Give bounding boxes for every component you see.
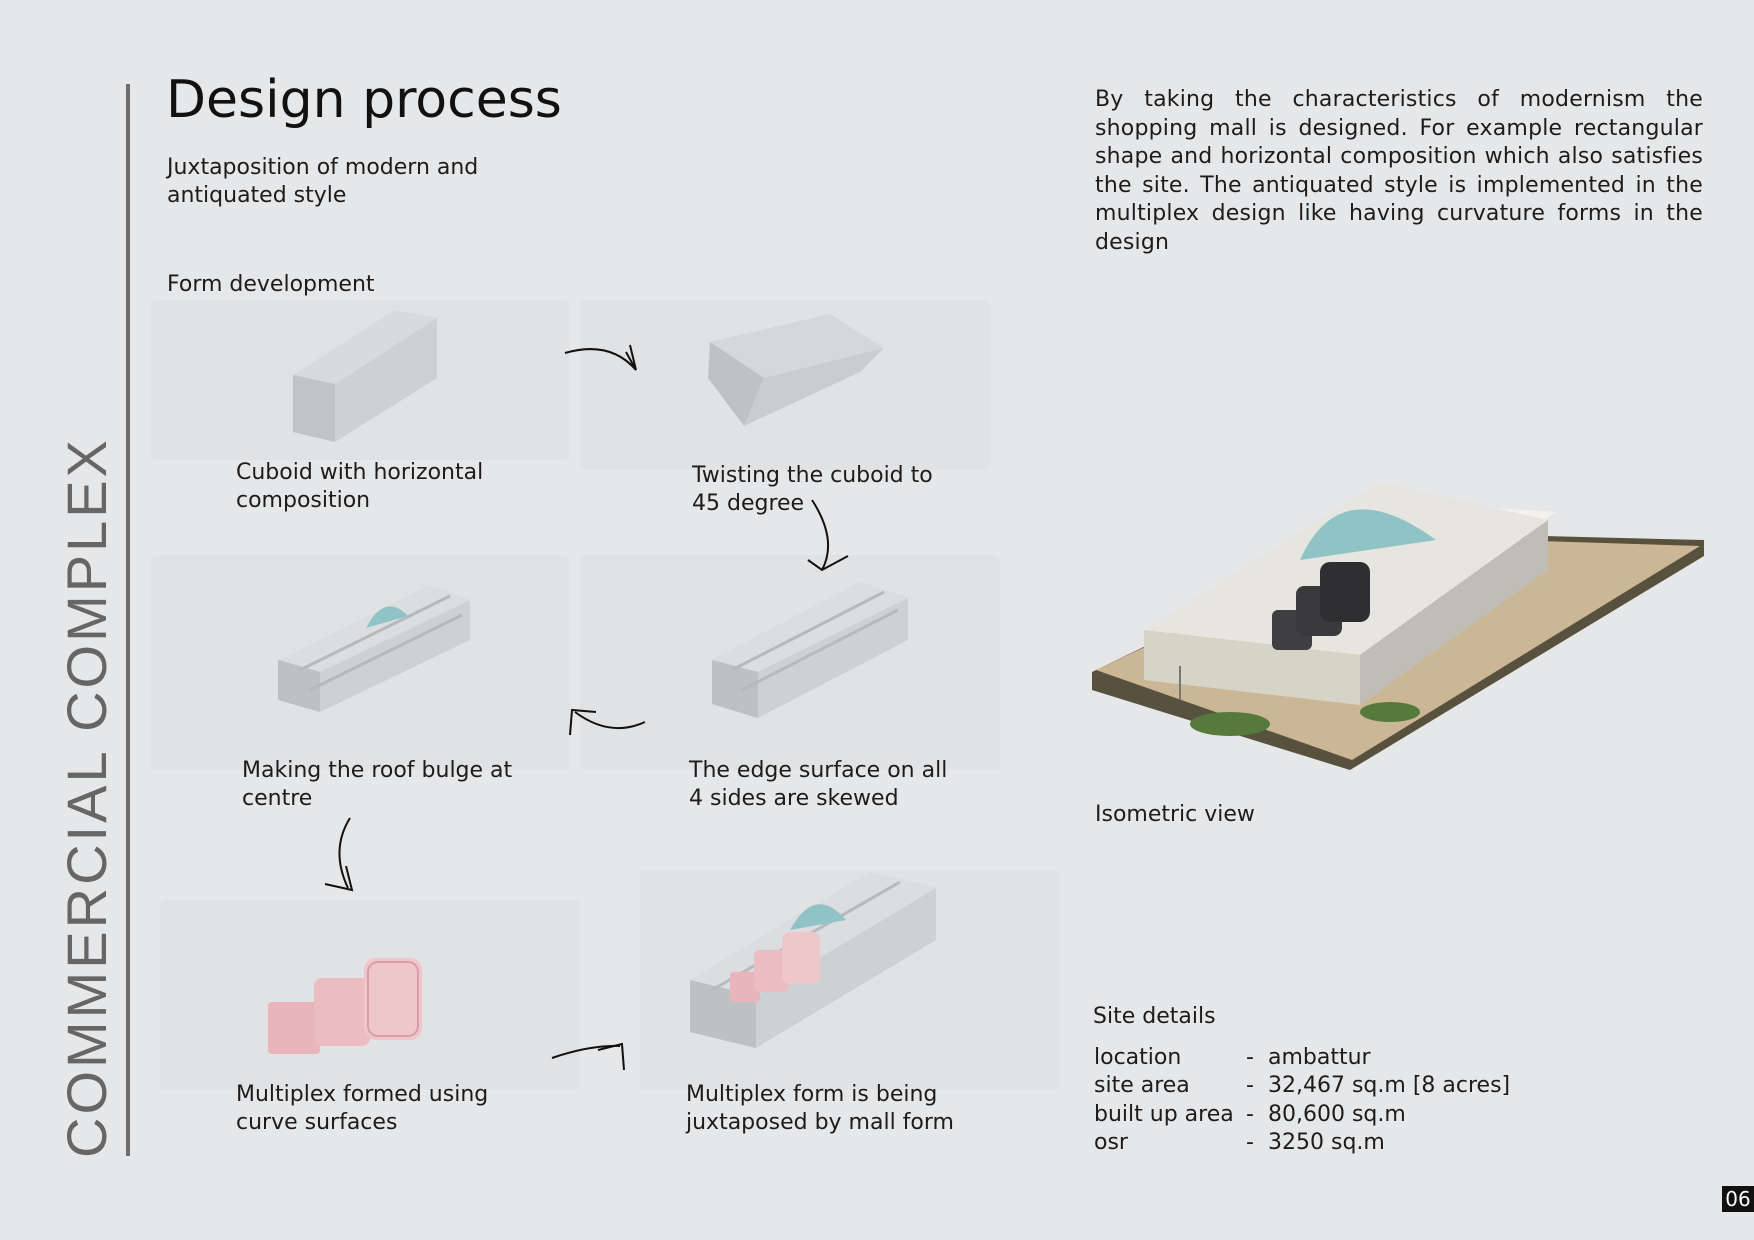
arrow-1-to-2 [564, 348, 637, 371]
arrow-3-to-5 [338, 817, 351, 889]
page-title: Design process [166, 70, 562, 130]
isometric-view-label: Isometric view [1095, 802, 1255, 827]
page-number: 06 [1722, 1186, 1754, 1212]
site-row-site-area: site area-32,467 sq.m [8 acres] [1094, 1073, 1511, 1099]
arrow-4-to-3 [574, 711, 646, 729]
ribbed-bar-skewed-form [712, 582, 908, 718]
step-caption-6: Multiplex form is being juxtaposed by ma… [686, 1082, 954, 1135]
arrow-2-to-4 [811, 499, 829, 571]
cuboid-form-1 [293, 310, 437, 442]
isometric-mall-render [1092, 482, 1704, 770]
description-paragraph: By taking the characteristics of moderni… [1095, 87, 1703, 255]
multiplex-form [268, 958, 422, 1054]
ribbed-bar-bulge-form [278, 585, 470, 712]
vertical-rule [126, 84, 130, 1156]
step-caption-4: The edge surface on all 4 sides are skew… [689, 758, 948, 811]
form-development-label: Form development [167, 272, 375, 297]
site-details-title: Site details [1093, 1004, 1216, 1029]
site-row-location: location-ambattur [1094, 1045, 1371, 1070]
process-arrows [324, 344, 849, 1071]
step-caption-1: Cuboid with horizontal composition [236, 460, 484, 513]
site-details-table: location-ambattur site area-32,467 sq.m … [1094, 1044, 1510, 1157]
site-row-osr: osr-3250 sq.m [1094, 1129, 1385, 1155]
step-caption-2: Twisting the cuboid to 45 degree [692, 463, 933, 516]
subtitle: Juxtaposition of modern and antiquated s… [167, 155, 479, 208]
twisted-cuboid-form [708, 314, 884, 426]
step-caption-5: Multiplex formed using curve surfaces [236, 1082, 489, 1135]
step-caption-3: Making the roof bulge at centre [242, 758, 513, 811]
combined-form [690, 872, 936, 1048]
site-row-built-up-area: built up area-80,600 sq.m [1094, 1101, 1406, 1127]
